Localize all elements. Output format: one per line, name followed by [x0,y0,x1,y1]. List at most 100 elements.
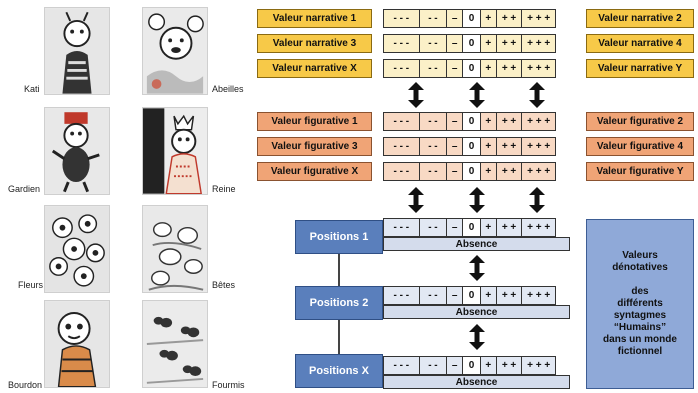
scale-cell: + + + [527,63,551,74]
narrative-left-x: Valeur narrative X [257,59,372,78]
scale-cell: + + + [527,116,551,127]
scale-cell: – [447,138,464,155]
positions-box-2: Positions 2 [295,286,383,320]
scale-positions-2: - - -- -–0++ ++ + + [383,286,556,305]
scale-narrative-1: - - -- -–0++ ++ + + [383,9,556,28]
illustration-bourdon [44,300,110,388]
denotative-line-2: dénotatives [612,262,668,273]
scale-cell: + [481,35,497,52]
scale-cell: + + [497,357,523,374]
illustration-kati [44,7,110,95]
scale-cell: – [447,113,464,130]
scale-cell: - - [420,113,448,130]
narrative-right-2: Valeur narrative 2 [586,9,694,28]
denotative-line-6: “Humains” [613,322,667,333]
scale-cell: + + + [527,360,551,371]
scale-cell: 0 [463,163,481,180]
scale-cell: + [481,163,497,180]
scale-cell: + + [497,138,523,155]
caption-reine: Reine [212,184,236,194]
scale-cell: – [447,10,464,27]
scale-cell: – [447,60,464,77]
narrative-left-3: Valeur narrative 3 [257,34,372,53]
scale-cell: - - [420,357,448,374]
scale-cell: + + [497,10,523,27]
scale-cell: + [481,10,497,27]
scale-cell: – [447,35,464,52]
caption-gardien: Gardien [8,184,41,194]
scale-cell: - - - [384,357,420,374]
double-arrow-icon [528,187,546,213]
scale-cell: 0 [463,287,481,304]
caption-bourdon: Bourdon [8,380,43,390]
scale-cell: - - - [384,60,420,77]
scale-cell: – [447,219,464,236]
scale-cell: + [481,219,497,236]
denotative-line-8: fictionnel [617,346,663,357]
denotative-line-3: des [631,286,649,297]
scale-positions-x: - - -- -–0++ + + + + [383,356,556,375]
scale-cell: – [447,163,464,180]
scale-cell: - - [420,287,448,304]
scale-cell: + [481,357,497,374]
scale-figurative-3: - - -- -–0++ + + + + [383,137,556,156]
figurative-left-x: Valeur figurative X [257,162,372,181]
figurative-right-y: Valeur figurative Y [586,162,694,181]
narrative-right-4: Valeur narrative 4 [586,34,694,53]
scale-cell: - - - [384,138,420,155]
figurative-right-4: Valeur figurative 4 [586,137,694,156]
scale-cell: + + + [527,38,551,49]
scale-narrative-3: - - -- -–0++ + + + + [383,34,556,53]
positions-box-x: Positions X [295,354,383,388]
absence-box-x: Absence [383,375,570,389]
illustration-fourmis [142,300,208,388]
caption-fleurs: Fleurs [18,280,44,290]
scale-cell: + [481,60,497,77]
scale-cell: + + [497,113,523,130]
denotative-line-7: dans un monde [603,334,677,345]
connector-line-2 [338,320,340,354]
scale-cell: - - - [384,35,420,52]
scale-cell: + [481,138,497,155]
scale-cell: + [481,287,497,304]
scale-cell: + + + [527,13,551,24]
scale-cell: - - [420,10,448,27]
double-arrow-icon [407,82,425,108]
scale-cell: 0 [463,219,481,236]
scale-cell: + + [497,219,523,236]
scale-cell: - - - [384,219,420,236]
scale-cell: - - [420,163,448,180]
scale-cell: + + + [527,290,551,301]
scale-cell: - - [420,35,448,52]
denotative-values-box: Valeurs dénotatives des différents synta… [586,219,694,389]
scale-positions-1: - - -- -–0++ ++ + + [383,218,556,237]
double-arrow-icon [468,187,486,213]
scale-cell: - - [420,138,448,155]
illustration-reine [142,107,208,195]
scale-cell: + + [497,60,523,77]
scale-cell: + + [497,287,523,304]
scale-cell: 0 [463,357,481,374]
positions-box-1: Positions 1 [295,220,383,254]
double-arrow-icon [468,82,486,108]
scale-figurative-x: - - -- -–0++ ++ + + [383,162,556,181]
double-arrow-icon [468,255,486,281]
figurative-left-1: Valeur figurative 1 [257,112,372,131]
absence-box-1: Absence [383,237,570,251]
scale-cell: + + [497,35,523,52]
scale-cell: + + + [527,141,551,152]
caption-abeilles: Abeilles [212,84,244,94]
narrative-left-1: Valeur narrative 1 [257,9,372,28]
caption-kati: Kati [24,84,40,94]
scale-cell: + + + [527,222,551,233]
absence-box-2: Absence [383,305,570,319]
scale-cell: 0 [463,138,481,155]
scale-cell: – [447,357,464,374]
denotative-line-4: différents [617,298,663,309]
scale-cell: + + [497,163,523,180]
scale-cell: 0 [463,10,481,27]
scale-cell: 0 [463,60,481,77]
scale-cell: 0 [463,35,481,52]
figurative-right-2: Valeur figurative 2 [586,112,694,131]
